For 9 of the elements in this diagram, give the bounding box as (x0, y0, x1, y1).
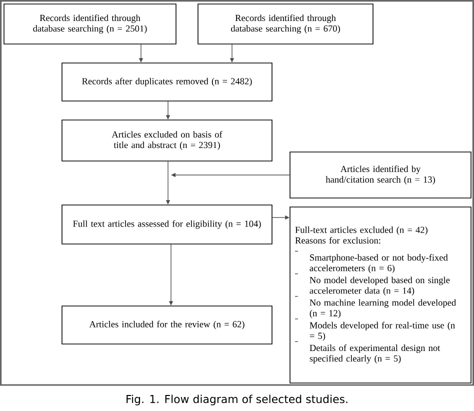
process-box: Full text articles assessed for eligibility (n = 104) (62, 204, 272, 244)
process-box: Full-text articles excluded (n = 42) Reasons for exclusion: Smartphone-based or not body-fixed accelerometers (n = 6) No model developed based on single accelerometer data (n = 14) No machine learning model developed (n = 12) Models developed for real-time use (n = 5) Details of experimental design not specified clearly (n = 5) (290, 206, 472, 384)
process-box: Articles excluded on basis of title and abstract (n = 2391) (62, 120, 272, 162)
process-box: Records after duplicates removed (n = 2482) (62, 62, 272, 102)
process-box: Articles included for the review (n = 62) (62, 306, 272, 344)
process-box: Records identified through database searching (n = 2501) (4, 4, 176, 44)
caption: Fig. 1. Flow diagram of selected studies. (126, 394, 348, 406)
process-box: Articles identified by hand/citation search (n = 13) (290, 152, 472, 198)
process-box: Records identified through database searching (n = 670) (198, 4, 374, 44)
